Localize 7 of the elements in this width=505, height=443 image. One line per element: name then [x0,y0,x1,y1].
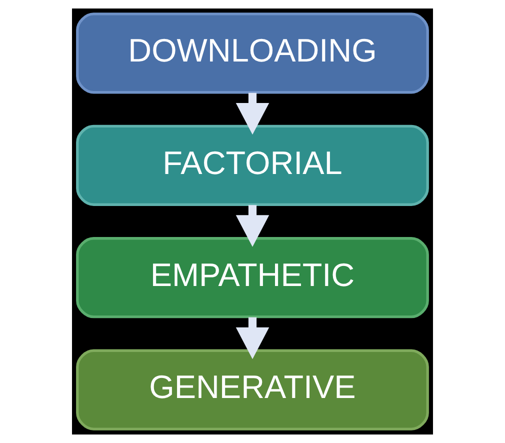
node-box: DOWNLOADING [76,12,429,94]
node-box: FACTORIAL [76,124,429,206]
arrow [236,317,270,360]
arrow [236,205,270,247]
node-box: EMPATHETIC [76,237,429,318]
arrow [236,92,270,135]
node-box: GENERATIVE [76,349,429,430]
